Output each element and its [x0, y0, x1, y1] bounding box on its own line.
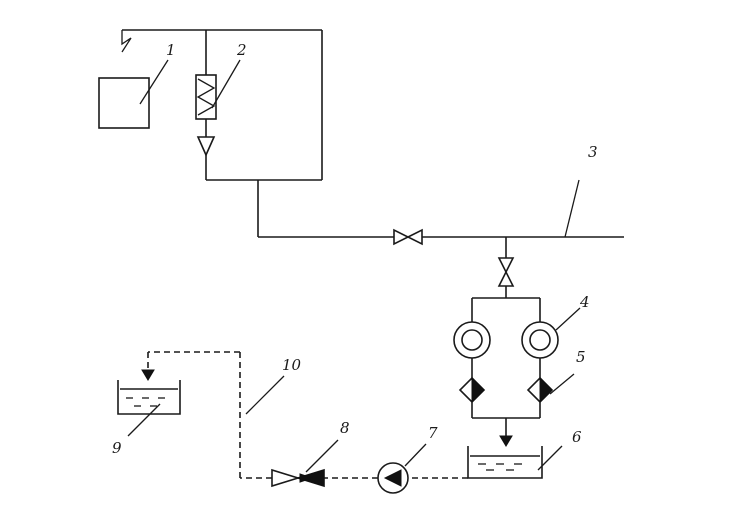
unit-8-valve	[271, 439, 339, 488]
return-line-dashed	[141, 351, 468, 479]
branch-valve-icon	[497, 257, 515, 274]
unit-4-meters	[453, 307, 581, 378]
label-6: 6	[572, 428, 582, 446]
label-7: 7	[428, 424, 438, 442]
electrical-connection-zigzag	[121, 30, 132, 53]
unit-5-valves	[458, 373, 575, 447]
meter-left-inner	[461, 329, 483, 351]
unit-1-box	[98, 30, 150, 129]
unit-9-reservoir	[117, 380, 181, 437]
label-2: 2	[236, 41, 247, 59]
unit-2-heater	[195, 74, 217, 157]
label-5: 5	[576, 348, 586, 366]
upper-circuit	[122, 29, 323, 237]
meter-right-inner	[529, 329, 551, 351]
label-1: 1	[166, 41, 176, 59]
label-8: 8	[340, 419, 350, 437]
check-valve-icon	[196, 136, 216, 157]
unit-6-tank	[467, 445, 563, 479]
label-9: 9	[112, 439, 122, 457]
unit-7-pump	[377, 443, 427, 494]
main-pipe-valve-icon	[393, 228, 410, 246]
branch-supply	[471, 237, 541, 322]
main-pipe	[258, 179, 624, 246]
pump-arrow-icon	[383, 469, 402, 487]
label-3: 3	[588, 143, 598, 161]
label-4: 4	[579, 293, 590, 311]
label-10: 10	[282, 356, 302, 374]
